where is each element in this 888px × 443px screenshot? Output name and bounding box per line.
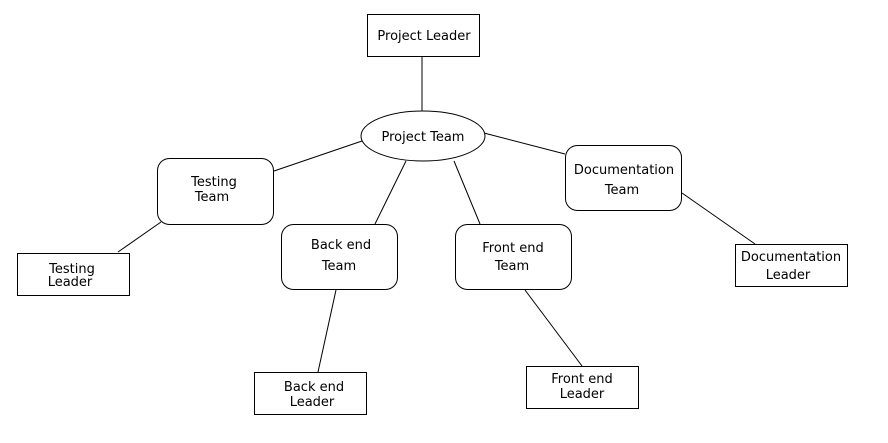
frontend-leader-label-line-2: Leader — [560, 387, 605, 402]
edge-project-team-to-testing-team — [273, 140, 363, 172]
node-testing-team: Testing Team — [157, 158, 274, 225]
project-leader-label: Project Leader — [377, 29, 471, 44]
frontend-leader-label-line-1: Front end — [551, 372, 613, 387]
edge-frontend-team-to-leader — [524, 289, 583, 367]
edge-project-team-to-documentation-team — [483, 132, 566, 155]
documentation-leader-label-line-2: Leader — [766, 268, 811, 283]
node-frontend-leader: Front end Leader — [526, 366, 639, 409]
documentation-team-label-line-2: Team — [604, 183, 639, 198]
node-documentation-team: Documentation Team — [565, 145, 682, 211]
testing-team-label-line-2: Team — [194, 190, 229, 205]
testing-leader-label-line-1: Testing — [48, 262, 95, 277]
node-testing-leader: Testing Leader — [17, 253, 130, 296]
testing-team-label-line-1: Testing — [190, 175, 237, 190]
edge-backend-team-to-leader — [317, 289, 337, 373]
edge-project-team-to-backend-team — [374, 160, 407, 225]
backend-team-label-line-2: Team — [321, 259, 356, 274]
node-backend-team: Back end Team — [281, 224, 398, 290]
node-documentation-leader: Documentation Leader — [735, 244, 848, 287]
documentation-team-label-line-1: Documentation — [574, 163, 674, 178]
node-backend-leader: Back end Leader — [254, 372, 367, 415]
node-project-team: Project Team — [360, 110, 486, 162]
backend-leader-label-line-1: Back end — [284, 380, 344, 395]
edge-testing-team-to-leader — [117, 221, 162, 253]
frontend-team-label-line-1: Front end — [482, 241, 544, 256]
node-project-leader: Project Leader — [367, 14, 480, 57]
backend-leader-label-line-2: Leader — [290, 395, 335, 410]
edge-documentation-team-to-leader — [681, 192, 756, 245]
frontend-team-label-line-2: Team — [494, 259, 529, 274]
node-frontend-team: Front end Team — [455, 224, 572, 290]
edge-project-team-to-frontend-team — [453, 160, 481, 225]
documentation-leader-label-line-1: Documentation — [741, 250, 841, 265]
project-team-label: Project Team — [382, 130, 465, 145]
backend-team-label-line-1: Back end — [311, 238, 371, 253]
testing-leader-label-line-2: Leader — [48, 275, 93, 290]
